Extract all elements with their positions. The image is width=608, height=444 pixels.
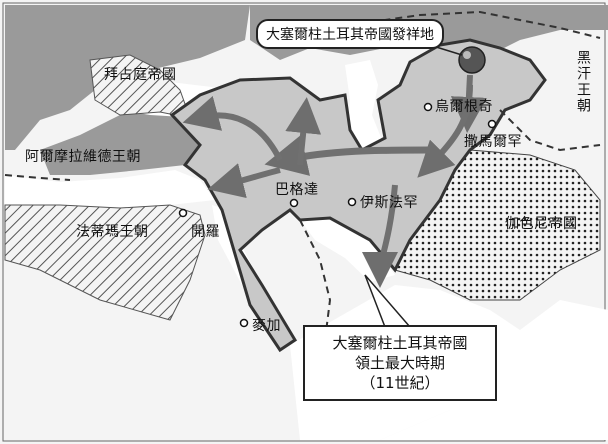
arrow-southwest — [207, 163, 281, 199]
fatimid-region — [4, 204, 206, 321]
origin-sphere — [458, 46, 486, 74]
label-fatimid: 法蒂瑪王朝 — [76, 224, 149, 240]
origin-sphere-highlight — [463, 51, 471, 59]
title-line-2: 領土最大時期 — [354, 354, 445, 372]
city-dot-mecca — [239, 318, 249, 328]
title-box-pointer — [364, 274, 411, 328]
title-line-3: （11世紀） — [360, 374, 440, 392]
origin-callout: 大塞爾柱土耳其帝國發祥地 — [256, 19, 444, 49]
land-anatolia — [40, 110, 200, 175]
label-kara-khanid: 黑汗王朝 — [575, 50, 591, 114]
label-almoravid: 阿爾摩拉維德王朝 — [25, 149, 141, 165]
label-mecca: 麥加 — [252, 318, 281, 334]
title-line-1: 大塞爾柱土耳其帝國 — [332, 334, 468, 352]
map-title-box: 大塞爾柱土耳其帝國 領土最大時期 （11世紀） — [303, 325, 497, 401]
caspian-sea — [345, 60, 382, 150]
label-ghaznavid: 伽色尼帝國 — [505, 216, 578, 232]
border-arabia — [299, 219, 332, 341]
label-urgench: 烏爾根奇 — [435, 99, 493, 115]
city-dot-isfahan — [347, 197, 357, 207]
arrow-to-anatolia — [182, 95, 283, 162]
arrow-east-south — [417, 84, 473, 178]
city-dot-samarkand — [487, 119, 497, 129]
city-dot-cairo — [178, 208, 188, 218]
arrow-east-to-west — [362, 184, 399, 288]
arrow-north — [285, 97, 322, 166]
city-dot-baghdad — [289, 198, 299, 208]
label-samarkand: 撒馬爾罕 — [464, 134, 522, 150]
mediterranean-sea — [5, 170, 215, 210]
label-cairo: 開羅 — [191, 224, 220, 240]
label-baghdad: 巴格達 — [275, 182, 319, 198]
label-byzantine: 拜占庭帝國 — [104, 67, 177, 83]
land-europe — [5, 5, 250, 150]
city-dot-urgench — [423, 102, 433, 112]
label-isfahan: 伊斯法罕 — [360, 195, 418, 211]
